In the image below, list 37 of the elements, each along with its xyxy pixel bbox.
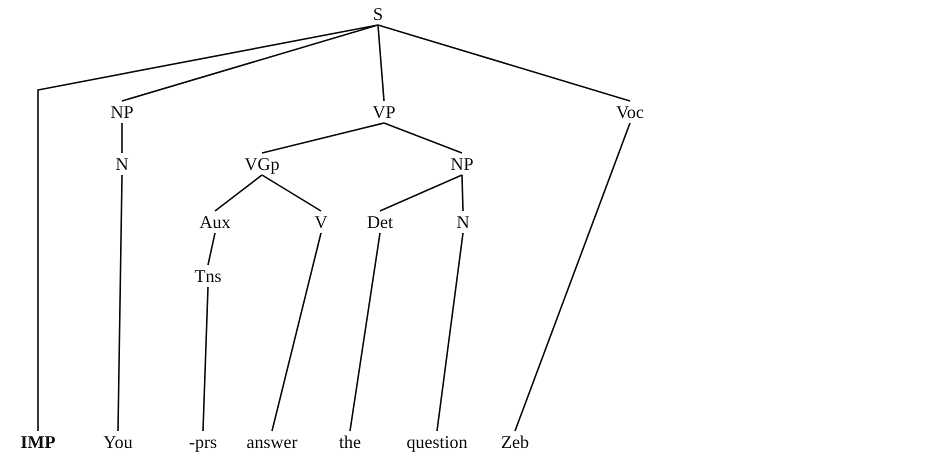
tree-branch xyxy=(349,232,381,432)
tree-label: Tns xyxy=(194,266,222,286)
tree-branch xyxy=(214,174,262,212)
tree-label: Zeb xyxy=(500,432,530,452)
tree-label: N xyxy=(114,154,130,174)
tree-label: IMP xyxy=(20,432,56,452)
tree-branch xyxy=(378,24,630,102)
tree-branch xyxy=(380,174,462,212)
tree-branch xyxy=(271,232,322,432)
tree-label: Aux xyxy=(198,212,232,232)
tree-label: VP xyxy=(372,102,396,122)
tree-branch xyxy=(262,122,384,154)
tree-branch xyxy=(117,174,123,432)
tree-label: You xyxy=(102,432,134,452)
tree-label: S xyxy=(372,4,384,24)
tree-label: N xyxy=(456,212,470,232)
tree-branch xyxy=(37,24,378,431)
tree-label: NP xyxy=(450,154,474,174)
tree-branch xyxy=(384,122,462,154)
tree-branch xyxy=(202,286,209,432)
tree-label: VGp xyxy=(244,154,280,174)
tree-branch xyxy=(121,123,123,153)
tree-label: answer xyxy=(246,432,298,452)
tree-label: -prs xyxy=(188,432,218,452)
tree-label: Det xyxy=(366,212,394,232)
tree-branch xyxy=(461,174,464,212)
tree-branch xyxy=(377,24,385,102)
tree-label: Voc xyxy=(615,102,645,122)
tree-branch xyxy=(514,122,631,432)
tree-branch xyxy=(207,232,216,266)
tree-branch xyxy=(436,232,464,432)
tree-branch xyxy=(262,174,322,212)
tree-label: V xyxy=(314,212,328,232)
tree-label: NP xyxy=(110,102,134,122)
tree-branch xyxy=(122,24,378,102)
tree-label: question xyxy=(406,432,468,452)
tree-label: the xyxy=(338,432,362,452)
